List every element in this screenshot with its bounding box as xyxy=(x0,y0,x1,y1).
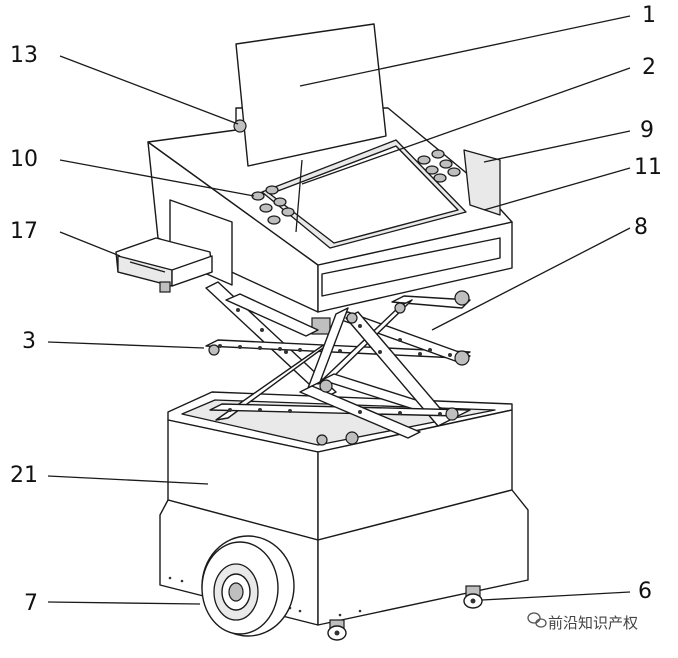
label-17: 17 xyxy=(10,219,38,244)
label-10: 10 xyxy=(10,147,38,172)
label-11: 11 xyxy=(634,155,662,180)
side-unit xyxy=(115,237,213,293)
watermark: 前沿知识产权 xyxy=(527,612,638,632)
label-21: 21 xyxy=(10,463,38,488)
label-7: 7 xyxy=(24,591,38,616)
big-wheel xyxy=(201,535,295,637)
label-6: 6 xyxy=(638,579,652,604)
wechat-icon xyxy=(527,612,547,628)
label-2: 2 xyxy=(642,55,656,80)
scissor-lift xyxy=(205,281,471,446)
label-3: 3 xyxy=(22,329,36,354)
caster-wheels xyxy=(327,585,483,641)
label-8: 8 xyxy=(634,215,648,240)
label-9: 9 xyxy=(640,118,654,143)
label-1: 1 xyxy=(642,3,656,28)
upper-housing xyxy=(147,107,513,313)
leader-lines xyxy=(47,15,631,605)
label-13: 13 xyxy=(10,43,38,68)
watermark-text: 前沿知识产权 xyxy=(548,614,638,632)
